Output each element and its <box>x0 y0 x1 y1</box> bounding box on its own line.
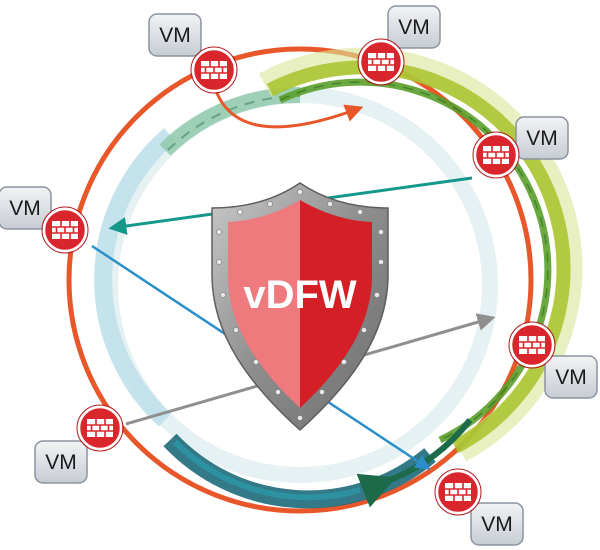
vm-node-left: VM <box>0 186 89 254</box>
vm-badge: VM <box>0 186 52 230</box>
vm-node-right-lower: VM <box>508 321 598 399</box>
vm-badge: VM <box>34 440 88 484</box>
vm-box <box>0 186 52 230</box>
firewall-brick-icon <box>76 404 124 452</box>
vm-box <box>387 5 441 49</box>
vm-node-top-left: VM <box>148 13 238 94</box>
vm-box <box>34 440 88 484</box>
upper-green-arc <box>159 86 301 156</box>
shield-face-right <box>300 200 372 408</box>
outer-ring <box>66 46 534 514</box>
vm-badge: VM <box>544 355 598 399</box>
vm-badge: VM <box>515 116 569 160</box>
vm-label: VM <box>159 24 191 47</box>
firewall-brick-icon <box>472 131 520 179</box>
light-blue-arc <box>94 128 176 427</box>
top-orange-arrow <box>212 84 364 129</box>
vm-badge: VM <box>470 502 524 546</box>
shield-label: vDFW <box>243 273 357 317</box>
right-green-arc-dash <box>279 81 549 441</box>
vm-box <box>515 116 569 160</box>
vm-nodes: VM VM VM VM VM VM VM <box>0 5 598 546</box>
vm-label: VM <box>398 16 430 39</box>
shield-face-left <box>228 200 300 408</box>
vm-label: VM <box>9 197 41 220</box>
vm-node-bottom-left: VM <box>34 404 124 484</box>
vm-node-top: VM <box>357 5 441 86</box>
vm-label: VM <box>555 366 587 389</box>
vm-box <box>544 355 598 399</box>
firewall-brick-icon <box>41 206 89 254</box>
vm-node-right-upper: VM <box>472 116 569 179</box>
vm-box <box>470 502 524 546</box>
firewall-brick-icon <box>434 468 482 516</box>
vm-label: VM <box>45 451 77 474</box>
vm-label: VM <box>481 513 513 536</box>
bottom-teal-arc-highlight <box>172 439 361 501</box>
firewall-brick-icon <box>508 321 556 369</box>
vm-badge: VM <box>387 5 441 49</box>
vm-box <box>148 13 202 57</box>
vm-node-bottom: VM <box>434 468 524 546</box>
bottom-green-arrow-arc <box>356 418 473 508</box>
vm-label: VM <box>526 127 558 150</box>
firewall-brick-icon <box>357 38 405 86</box>
firewall-brick-icon <box>190 46 238 94</box>
vm-badge: VM <box>148 13 202 57</box>
vdfw-shield: vDFW <box>211 182 389 432</box>
shield-rivets <box>216 189 384 421</box>
